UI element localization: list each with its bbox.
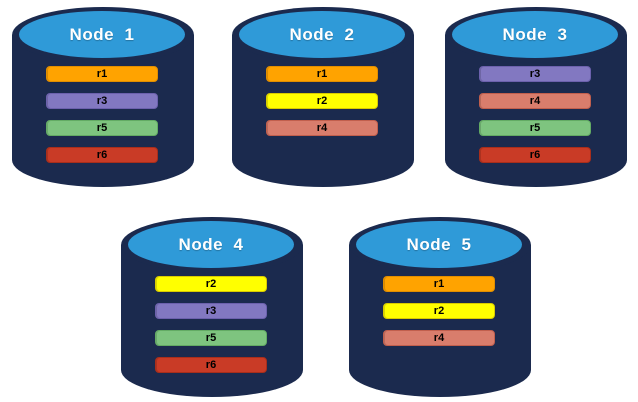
replica-bar-r1: r1 [266, 66, 378, 82]
node-5-cylinder: Node 5 r1 r2 r4 [349, 217, 531, 397]
replica-bar-r6: r6 [479, 147, 591, 163]
node-title: Node 2 [289, 24, 355, 44]
node-title: Node 5 [406, 234, 472, 254]
replica-list: r1 r2 r4 [266, 66, 378, 147]
replica-bar-r4: r4 [479, 93, 591, 109]
node-title: Node 4 [178, 234, 244, 254]
replica-bar-r2: r2 [383, 303, 495, 319]
replica-bar-r3: r3 [155, 303, 267, 319]
node-4-cylinder: Node 4 r2 r3 r5 r6 [121, 217, 303, 397]
replica-bar-r3: r3 [46, 93, 158, 109]
replica-bar-r2: r2 [155, 276, 267, 292]
replica-list: r1 r3 r5 r6 [46, 66, 158, 174]
replica-bar-r6: r6 [155, 357, 267, 373]
replica-bar-r5: r5 [155, 330, 267, 346]
node-1-cylinder: Node 1 r1 r3 r5 r6 [12, 7, 194, 187]
cylinder-top: Node 5 [356, 221, 522, 268]
node-title: Node 1 [69, 24, 135, 44]
cylinder-top: Node 3 [452, 11, 618, 58]
replica-list: r3 r4 r5 r6 [479, 66, 591, 174]
replica-bar-r1: r1 [46, 66, 158, 82]
replica-bar-r3: r3 [479, 66, 591, 82]
node-3-cylinder: Node 3 r3 r4 r5 r6 [445, 7, 627, 187]
replica-bar-r1: r1 [383, 276, 495, 292]
replica-bar-r5: r5 [479, 120, 591, 136]
replica-bar-r4: r4 [383, 330, 495, 346]
cylinder-top: Node 1 [19, 11, 185, 58]
replica-bar-r5: r5 [46, 120, 158, 136]
replica-bar-r4: r4 [266, 120, 378, 136]
node-2-cylinder: Node 2 r1 r2 r4 [232, 7, 414, 187]
replica-list: r2 r3 r5 r6 [155, 276, 267, 384]
replica-bar-r2: r2 [266, 93, 378, 109]
replica-list: r1 r2 r4 [383, 276, 495, 357]
cylinder-top: Node 4 [128, 221, 294, 268]
node-title: Node 3 [502, 24, 568, 44]
replica-bar-r6: r6 [46, 147, 158, 163]
cylinder-top: Node 2 [239, 11, 405, 58]
